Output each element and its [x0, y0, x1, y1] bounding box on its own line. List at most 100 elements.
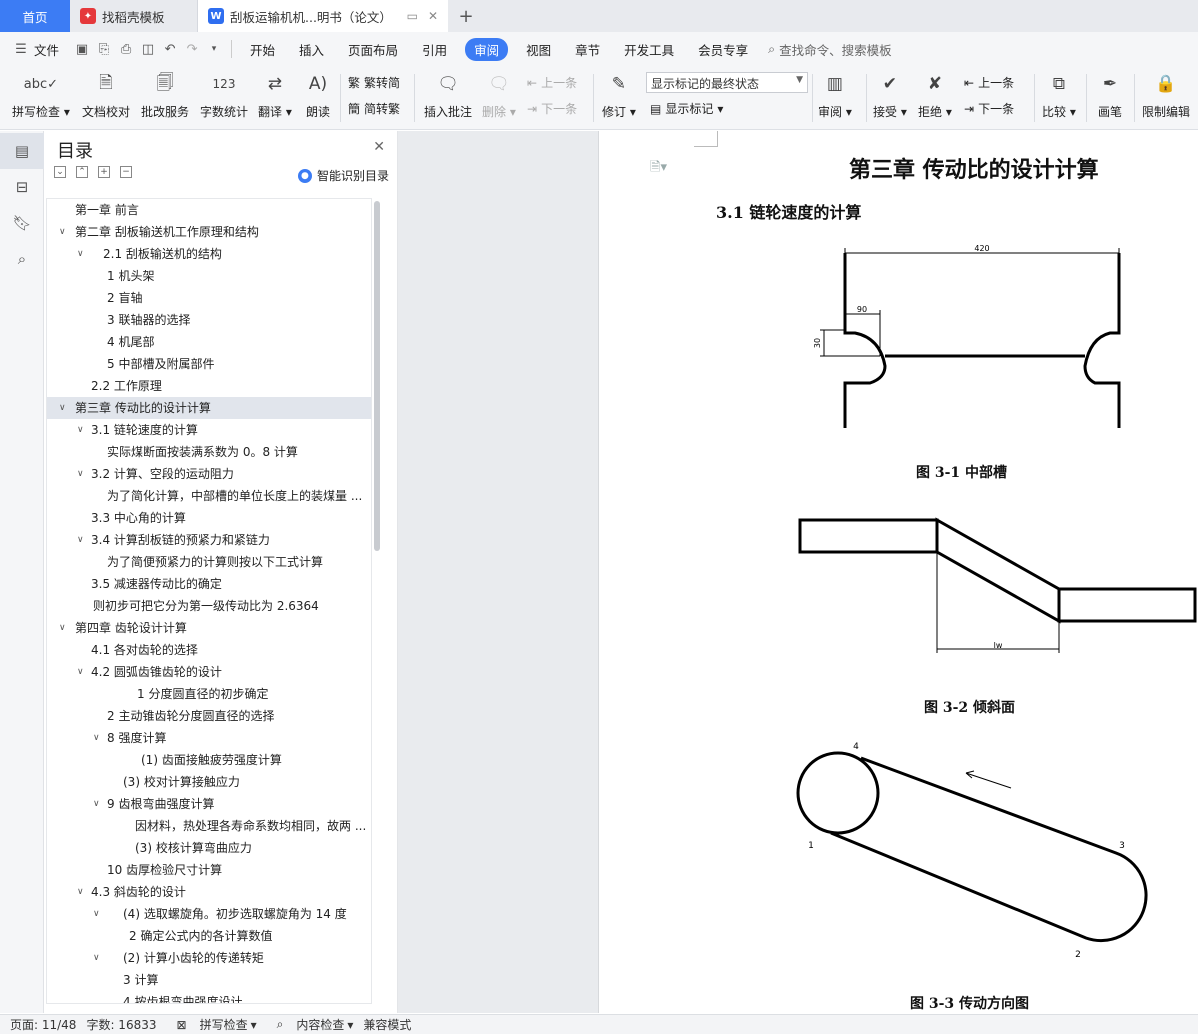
toc-item[interactable]: ∨(2) 计算小齿轮的传递转矩 — [47, 947, 371, 969]
revise-button[interactable]: ✎ 修订 ▾ — [602, 70, 636, 120]
accept-button[interactable]: ✔ 接受 ▾ — [873, 70, 907, 120]
chevron-down-icon[interactable]: ∨ — [77, 425, 84, 435]
toc-item[interactable]: ∨第四章 齿轮设计计算 — [47, 617, 371, 639]
toc-nav-icon[interactable]: ▤ — [0, 133, 44, 169]
next-comment-button[interactable]: ⇥下一条 — [527, 100, 577, 117]
prev-change-button[interactable]: ⇤上一条 — [964, 74, 1014, 91]
toc-item[interactable]: 10 齿厚检验尺寸计算 — [47, 859, 371, 881]
toc-item[interactable]: 为了简便预紧力的计算则按以下工式计算 — [47, 551, 371, 573]
toc-item[interactable]: ∨3.2 计算、空段的运动阻力 — [47, 463, 371, 485]
prev-comment-button[interactable]: ⇤上一条 — [527, 74, 577, 91]
status-content-check[interactable]: ⌕内容检查 ▾ — [276, 1017, 354, 1032]
toc-item[interactable]: ∨3.1 链轮速度的计算 — [47, 419, 371, 441]
toc-item[interactable]: 2 主动锥齿轮分度圆直径的选择 — [47, 705, 371, 727]
toc-item[interactable]: ∨3.4 计算刮板链的预紧力和紧链力 — [47, 529, 371, 551]
chevron-down-icon[interactable]: ∨ — [93, 953, 100, 963]
toc-scrollbar[interactable] — [374, 201, 380, 551]
chevron-down-icon[interactable]: ∨ — [59, 227, 66, 237]
toc-item[interactable]: ∨8 强度计算 — [47, 727, 371, 749]
menu-insert[interactable]: 插入 — [299, 42, 325, 58]
tab-template[interactable]: ✦ 找稻壳模板 — [70, 0, 198, 32]
collapse-icon[interactable]: ⌄ — [54, 166, 66, 178]
tab-home[interactable]: 首页 — [0, 0, 70, 32]
pen-button[interactable]: ✒ 画笔 — [1096, 70, 1124, 120]
toc-item[interactable]: ∨第二章 刮板输送机工作原理和结构 — [47, 221, 371, 243]
chevron-down-icon[interactable]: ∨ — [77, 667, 84, 677]
toc-item[interactable]: 为了简化计算，中部槽的单位长度上的装煤量 ... — [47, 485, 371, 507]
undo-icon[interactable]: ↶ — [164, 41, 176, 57]
spell-check-button[interactable]: abc✓ 拼写检查 ▾ — [12, 70, 70, 120]
toc-item[interactable]: 3 联轴器的选择 — [47, 309, 371, 331]
simp-to-trad-button[interactable]: 簡简转繁 — [348, 100, 400, 117]
toc-item[interactable]: (1) 齿面接触疲劳强度计算 — [47, 749, 371, 771]
close-tab-icon[interactable]: ✕ — [427, 9, 438, 23]
menu-file[interactable]: 文件 — [34, 42, 60, 58]
proofread-button[interactable]: 🗎 文档校对 — [82, 70, 130, 120]
add-icon[interactable]: + — [98, 166, 110, 178]
bookmark-icon[interactable]: 🔖︎ — [12, 214, 32, 232]
markup-state-select[interactable]: 显示标记的最终状态 ▼ — [646, 72, 808, 93]
toc-item[interactable]: 1 分度圆直径的初步确定 — [47, 683, 371, 705]
chevron-down-icon[interactable]: ∨ — [93, 799, 100, 809]
insert-comment-button[interactable]: 🗨 插入批注 — [424, 70, 472, 120]
toc-item[interactable]: 2 确定公式内的各计算数值 — [47, 925, 371, 947]
toc-item[interactable]: 实际煤断面按装满系数为 0。8 计算 — [47, 441, 371, 463]
toc-item[interactable]: 3 计算 — [47, 969, 371, 991]
reject-button[interactable]: ✘ 拒绝 ▾ — [918, 70, 952, 120]
chevron-down-icon[interactable]: ∨ — [77, 535, 84, 545]
page-indicator[interactable]: 页面: 11/48 — [10, 1018, 77, 1032]
expand-icon[interactable]: ⌃ — [76, 166, 88, 178]
toc-item[interactable]: ∨4.2 圆弧齿锥齿轮的设计 — [47, 661, 371, 683]
restrict-edit-button[interactable]: 🔒 限制编辑 — [1142, 70, 1190, 120]
toc-item[interactable]: ∨2.1 刮板输送机的结构 — [47, 243, 371, 265]
chevron-down-icon[interactable]: ∨ — [59, 403, 66, 413]
compare-button[interactable]: ⧉ 比较 ▾ — [1042, 70, 1076, 120]
next-change-button[interactable]: ⇥下一条 — [964, 100, 1014, 117]
menu-start[interactable]: 开始 — [250, 42, 276, 58]
add-tab-button[interactable]: + — [458, 5, 474, 27]
section-nav-icon[interactable]: ⊟ — [15, 178, 29, 196]
chevron-down-icon[interactable]: ▾ — [211, 44, 217, 54]
menu-reference[interactable]: 引用 — [422, 42, 448, 58]
remove-icon[interactable]: − — [120, 166, 132, 178]
toc-item[interactable]: 4 按齿根弯曲强度设计 — [47, 991, 371, 1003]
save-icon[interactable]: ▣ — [75, 41, 89, 57]
toc-item[interactable]: 5 中部槽及附属部件 — [47, 353, 371, 375]
toc-item[interactable]: (3) 校核计算弯曲应力 — [47, 837, 371, 859]
hamburger-icon[interactable]: ☰ — [15, 41, 27, 57]
toc-item[interactable]: 2 盲轴 — [47, 287, 371, 309]
chevron-down-icon[interactable]: ∨ — [59, 623, 66, 633]
preview-icon[interactable]: ◫ — [141, 41, 155, 57]
toc-item[interactable]: (3) 校对计算接触应力 — [47, 771, 371, 793]
smart-toc-button[interactable]: ● 智能识别目录 — [297, 167, 389, 184]
toc-item[interactable]: ∨第三章 传动比的设计计算 — [47, 397, 371, 419]
menu-layout[interactable]: 页面布局 — [348, 42, 399, 58]
chevron-down-icon[interactable]: ∨ — [77, 469, 84, 479]
read-aloud-button[interactable]: A) 朗读 — [304, 70, 332, 120]
toc-item[interactable]: 2.2 工作原理 — [47, 375, 371, 397]
review-pane-button[interactable]: ▥ 审阅 ▾ — [818, 70, 852, 120]
toc-item[interactable]: 4.1 各对齿轮的选择 — [47, 639, 371, 661]
toc-item[interactable]: ∨4.3 斜齿轮的设计 — [47, 881, 371, 903]
screen-icon[interactable]: ▭ — [406, 9, 418, 23]
toc-item[interactable]: 3.5 减速器传动比的确定 — [47, 573, 371, 595]
toc-item[interactable]: 则初步可把它分为第一级传动比为 2.6364 — [47, 595, 371, 617]
toc-item[interactable]: 4 机尾部 — [47, 331, 371, 353]
chevron-down-icon[interactable]: ∨ — [93, 909, 100, 919]
toc-item[interactable]: ∨(4) 选取螺旋角。初步选取螺旋角为 14 度 — [47, 903, 371, 925]
menu-review[interactable]: 审阅 — [465, 37, 509, 61]
chevron-down-icon[interactable]: ∨ — [77, 887, 84, 897]
batch-service-button[interactable]: 🗐 批改服务 — [141, 70, 189, 120]
menu-devtools[interactable]: 开发工具 — [624, 42, 675, 58]
word-count[interactable]: 字数: 16833 — [86, 1018, 157, 1032]
menu-view[interactable]: 视图 — [526, 42, 552, 58]
status-spell-check[interactable]: ⊠拼写检查 ▾ — [176, 1017, 257, 1033]
export-icon[interactable]: ⎘ — [98, 41, 110, 57]
close-icon[interactable]: ✕ — [373, 139, 385, 155]
chevron-down-icon[interactable]: ∨ — [77, 249, 84, 259]
trad-to-simp-button[interactable]: 繁繁转简 — [348, 74, 400, 91]
redo-icon[interactable]: ↷ — [186, 41, 198, 57]
command-search[interactable]: ⌕ 查找命令、搜索模板 — [768, 40, 892, 59]
show-markup-button[interactable]: ▤显示标记 ▾ — [650, 101, 724, 117]
toc-item[interactable]: 因材料，热处理各寿命系数均相同，故两 ... — [47, 815, 371, 837]
